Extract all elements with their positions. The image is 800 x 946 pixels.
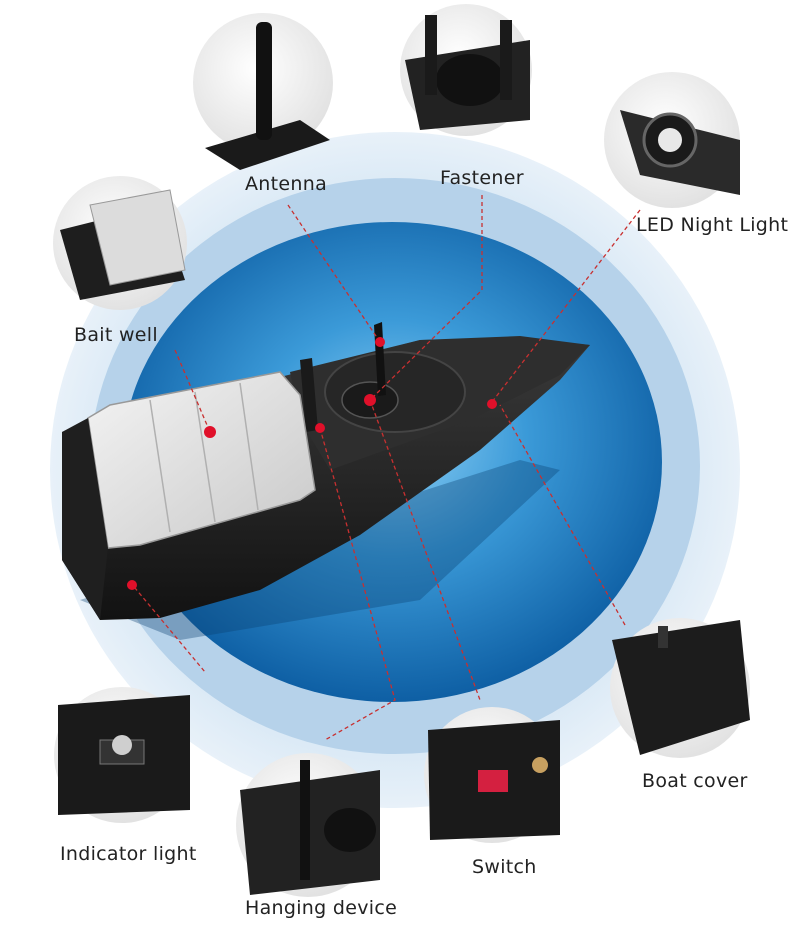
- label-antenna: Antenna: [245, 173, 328, 195]
- leader-lines: [129, 195, 641, 741]
- label-led-night-light: LED Night Light: [636, 214, 789, 236]
- marker-antenna: [375, 337, 385, 347]
- switch-thumbnail: [424, 707, 560, 843]
- bait-well-thumbnail: [53, 176, 187, 310]
- label-switch: Switch: [472, 856, 537, 878]
- label-bait-well: Bait well: [74, 324, 158, 346]
- led-light-thumbnail: [604, 72, 740, 208]
- boat-cover-thumbnail: [610, 618, 750, 758]
- markers: [127, 337, 497, 590]
- marker-hanging: [315, 423, 325, 433]
- label-boat-cover: Boat cover: [642, 770, 748, 792]
- label-hanging-device: Hanging device: [245, 897, 398, 919]
- thumbnails: [53, 4, 750, 897]
- bait-well-box: [87, 371, 316, 549]
- fastener-thumbnail: [400, 4, 532, 136]
- marker-indicator: [127, 580, 137, 590]
- marker-bait-well: [204, 426, 216, 438]
- indicator-light-thumbnail: [54, 687, 190, 823]
- label-fastener: Fastener: [440, 167, 524, 189]
- boat: [62, 322, 590, 640]
- marker-fastener: [364, 394, 376, 406]
- marker-led: [487, 399, 497, 409]
- label-indicator-light: Indicator light: [60, 843, 197, 865]
- antenna-thumbnail: [193, 13, 333, 170]
- hanging-device-thumbnail: [236, 753, 380, 897]
